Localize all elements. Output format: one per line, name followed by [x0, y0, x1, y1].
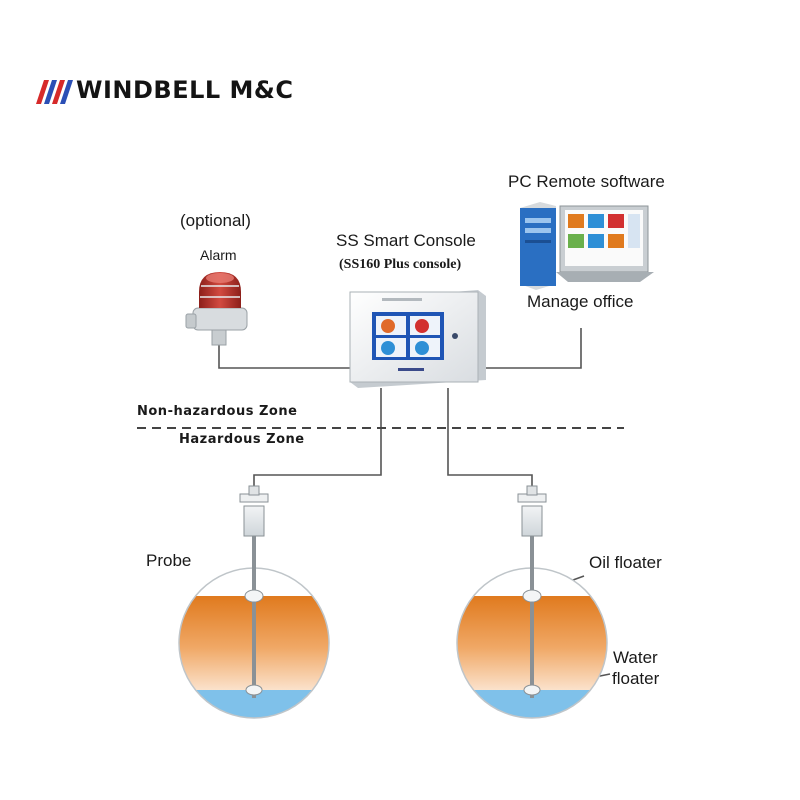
console-subtitle: (SS160 Plus console) [339, 257, 462, 272]
brand-logo-icon [36, 80, 73, 104]
smart-console-icon [349, 290, 486, 388]
right-probe-cable [447, 388, 533, 492]
pc-cable [484, 328, 582, 369]
right-tank [456, 485, 608, 719]
probe-label: Probe [146, 551, 192, 570]
alarm-beacon-icon [185, 272, 248, 346]
hazardous-zone-label: Hazardous Zone [179, 432, 305, 447]
water-floater-label-line1: Water [613, 648, 658, 667]
manage-office-label: Manage office [527, 292, 634, 311]
water-floater-label-line2: floater [612, 669, 660, 688]
non-hazardous-zone-label: Non-hazardous Zone [137, 404, 298, 419]
left-probe-cable [253, 388, 382, 492]
pc-computer-icon [520, 202, 654, 290]
left-tank [178, 485, 330, 719]
console-title: SS Smart Console [336, 231, 476, 250]
alarm-cable [218, 345, 350, 369]
oil-floater-label: Oil floater [589, 553, 662, 572]
pc-software-title: PC Remote software [508, 172, 665, 191]
alarm-optional-label: (optional) [180, 211, 251, 230]
brand-name: WINDBELL M&C [76, 76, 294, 104]
alarm-label: Alarm [200, 247, 237, 263]
